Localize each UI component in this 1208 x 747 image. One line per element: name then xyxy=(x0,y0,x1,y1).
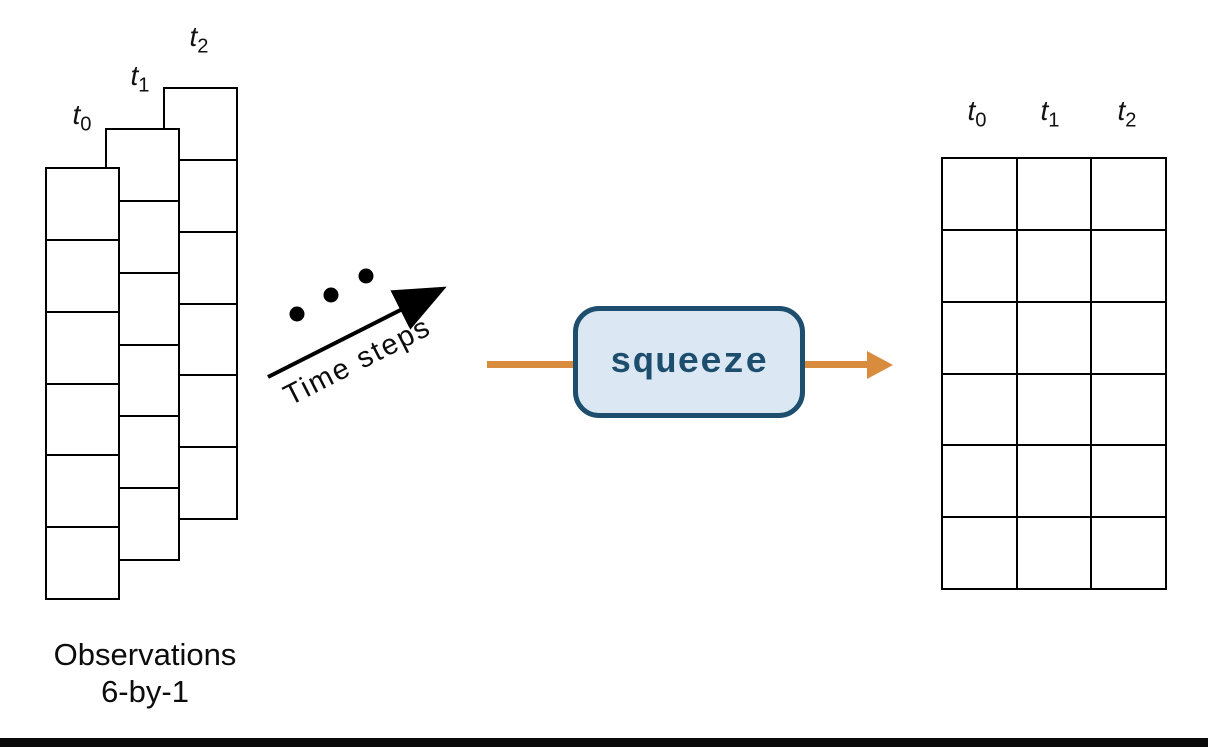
matrix-cell xyxy=(1092,302,1165,373)
label-subscript: 0 xyxy=(80,113,92,136)
matrix-cell xyxy=(47,312,118,383)
label-base: t xyxy=(1117,95,1126,126)
time-dot xyxy=(289,306,305,322)
squeeze-operation-label: squeeze xyxy=(609,341,769,383)
flow-arrow-out xyxy=(801,361,869,368)
flow-arrow-in xyxy=(487,361,578,368)
label-subscript: 2 xyxy=(1125,109,1137,132)
matrix-cell xyxy=(1017,159,1091,229)
time-dot xyxy=(323,287,339,303)
matrix-cell xyxy=(1092,446,1165,517)
squeeze-operation-box: squeeze xyxy=(573,306,805,418)
matrix-cell xyxy=(1092,230,1165,301)
observations-caption: Observations 6-by-1 xyxy=(25,636,265,710)
matrix-cell xyxy=(1017,230,1091,301)
flow-arrowhead-icon xyxy=(867,351,893,379)
matrix-cell xyxy=(943,446,1016,517)
time-steps-annotation: Time steps xyxy=(267,268,447,412)
caption-line-2: 6-by-1 xyxy=(101,674,189,709)
label-subscript: 2 xyxy=(197,35,209,58)
matrix-cell xyxy=(47,240,118,311)
matrix-cell xyxy=(47,169,118,239)
label-base: t xyxy=(72,99,81,130)
label-subscript: 0 xyxy=(975,109,987,132)
matrix-cell xyxy=(1017,518,1091,588)
result-column-label-t1: t1 xyxy=(1040,95,1060,131)
matrix-cell xyxy=(1017,446,1091,517)
matrix-cell xyxy=(1092,374,1165,445)
matrix-cell xyxy=(1017,302,1091,373)
time-steps-arrow xyxy=(267,286,447,379)
label-subscript: 1 xyxy=(138,74,150,97)
matrix-cell xyxy=(1017,374,1091,445)
matrix-cell xyxy=(1092,518,1165,588)
matrix-cell xyxy=(943,374,1016,445)
matrix-cell xyxy=(1092,159,1165,229)
result-column-label-t0: t0 xyxy=(967,95,987,131)
footer-bar xyxy=(0,738,1208,747)
matrix-cell xyxy=(943,230,1016,301)
label-base: t xyxy=(1040,95,1049,126)
label-base: t xyxy=(189,21,198,52)
time-dot xyxy=(358,268,374,284)
matrix-cell xyxy=(47,456,118,527)
left-column-label-t0: t0 xyxy=(72,99,92,135)
label-subscript: 1 xyxy=(1048,109,1060,132)
result-matrix xyxy=(941,157,1167,590)
matrix-cell xyxy=(47,384,118,455)
caption-line-1: Observations xyxy=(53,637,237,672)
left-column-label-t1: t1 xyxy=(130,60,150,96)
matrix-cell xyxy=(47,528,118,598)
left-column-label-t2: t2 xyxy=(189,21,209,57)
result-column-label-t2: t2 xyxy=(1117,95,1137,131)
label-base: t xyxy=(967,95,976,126)
matrix-cell xyxy=(943,518,1016,588)
observation-column-t0 xyxy=(45,167,120,600)
label-base: t xyxy=(130,60,139,91)
matrix-cell xyxy=(943,159,1016,229)
matrix-cell xyxy=(943,302,1016,373)
